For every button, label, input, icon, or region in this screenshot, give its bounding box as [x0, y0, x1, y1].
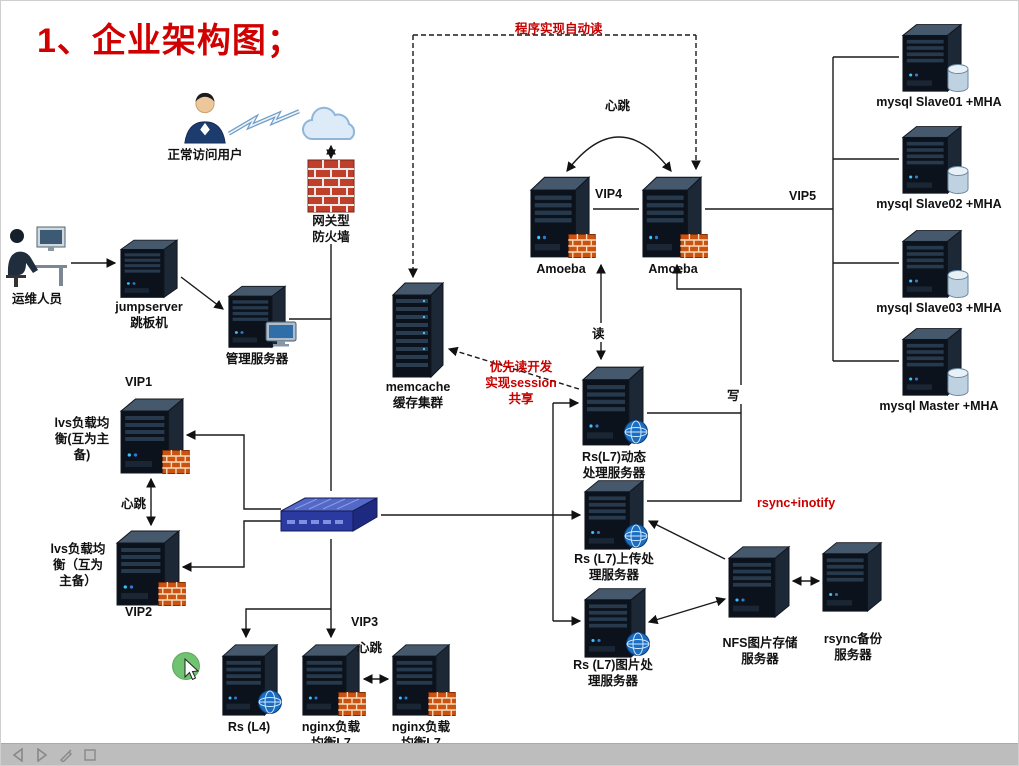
firewall-overlay-icon [428, 692, 456, 716]
mysql-slave02-icon [901, 123, 963, 195]
user-label: 正常访问用户 [167, 148, 243, 162]
nginx-left-server-icon [301, 641, 361, 717]
rs-l7-image-label: Rs (L7)图片处 理服务器 [573, 658, 653, 688]
user-icon [181, 91, 229, 145]
next-slide-icon[interactable] [35, 748, 49, 762]
memcache-rack-icon [391, 279, 445, 379]
nginx-heartbeat-label: 心跳 [357, 641, 383, 655]
gateway-firewall-label: 网关型 防火墙 [312, 214, 350, 244]
prev-slide-icon[interactable] [11, 748, 25, 762]
internet-cloud-icon [299, 103, 363, 145]
globe-overlay-icon [623, 523, 649, 549]
rs-l7-image-server-icon [583, 585, 647, 659]
lvs-bottom-server-icon [115, 527, 181, 607]
monitor-overlay-icon [265, 321, 297, 347]
gateway-firewall-icon [307, 159, 355, 213]
presentation-toolbar [1, 743, 1018, 765]
vip2-tag: VIP2 [125, 605, 153, 619]
ops-label: 运维人员 [11, 292, 62, 306]
rsync-server-icon [821, 539, 883, 613]
vip3-tag: VIP3 [351, 615, 379, 629]
database-overlay-icon [947, 269, 969, 299]
pen-tool-icon[interactable] [59, 748, 73, 762]
vip4-tag: VIP4 [595, 187, 623, 201]
ops-user-icon [3, 225, 69, 289]
mysql-master-icon [901, 325, 963, 397]
globe-overlay-icon [623, 419, 649, 445]
write-tag: 写 [725, 385, 742, 404]
firewall-overlay-icon [158, 582, 186, 606]
auto-read-note: 程序实现自动读 [515, 22, 603, 36]
lvs-bottom-label: lvs负载均 衡（互为 主备） [50, 542, 106, 588]
mgmt-label: 管理服务器 [225, 352, 289, 366]
globe-overlay-icon [625, 631, 651, 657]
lightning-icon [225, 107, 303, 139]
amoeba-right-server-icon [641, 173, 703, 259]
mysql-slave01-icon [901, 21, 963, 93]
mysql-master-label: mysql Master +MHA [879, 399, 999, 413]
menu-tool-icon[interactable] [83, 748, 97, 762]
rs-l4-label: Rs (L4) [227, 720, 271, 734]
amoeba-heartbeat-label: 心跳 [605, 99, 631, 113]
firewall-overlay-icon [568, 234, 596, 258]
memcache-label: memcache 缓存集群 [385, 380, 451, 410]
rs-l7-dynamic-server-icon [581, 363, 645, 447]
jumpserver-icon [119, 237, 179, 299]
mysql-slave01-label: mysql Slave01 +MHA [876, 95, 1002, 109]
globe-overlay-icon [257, 689, 283, 715]
rs-l7-upload-server-icon [583, 477, 645, 551]
nfs-server-icon [727, 543, 791, 619]
firewall-overlay-icon [338, 692, 366, 716]
mysql-slave03-label: mysql Slave03 +MHA [876, 301, 1002, 315]
nfs-label: NFS图片存储 服务器 [722, 636, 798, 666]
vip1-tag: VIP1 [125, 375, 153, 389]
lvs-top-label: lvs负载均 衡(互为主 备) [54, 416, 110, 462]
database-overlay-icon [947, 165, 969, 195]
mysql-slave02-label: mysql Slave02 +MHA [876, 197, 1002, 211]
core-switch-icon [279, 493, 379, 537]
rsync-label: rsync备份 服务器 [823, 632, 883, 662]
lvs-top-server-icon [119, 395, 185, 475]
read-tag: 读 [590, 323, 607, 342]
mgmt-server-icon [227, 283, 287, 349]
amoeba-right-label: Amoeba [648, 262, 698, 276]
lvs-heartbeat-label: 心跳 [121, 497, 147, 511]
vip5-tag: VIP5 [789, 189, 817, 203]
mouse-cursor-highlight [169, 651, 207, 689]
rsync-inotify-note: rsync+inotify [757, 496, 836, 510]
slide-title: 1、企业架构图； [37, 22, 302, 60]
nginx-right-server-icon [391, 641, 451, 717]
amoeba-left-server-icon [529, 173, 591, 259]
jumpserver-label: jumpserver 跳板机 [115, 300, 183, 330]
amoeba-left-label: Amoeba [536, 262, 586, 276]
database-overlay-icon [947, 63, 969, 93]
database-overlay-icon [947, 367, 969, 397]
rs-l7-dynamic-label: Rs(L7)动态 处理服务器 [582, 450, 646, 480]
rs-l4-server-icon [221, 641, 279, 717]
firewall-overlay-icon [162, 450, 190, 474]
mysql-slave03-icon [901, 227, 963, 299]
firewall-overlay-icon [680, 234, 708, 258]
session-share-note: 优先读开发 实现session 共享 [485, 360, 557, 406]
mouse-cursor-icon [184, 657, 200, 681]
rs-l7-upload-label: Rs (L7)上传处 理服务器 [574, 552, 654, 582]
